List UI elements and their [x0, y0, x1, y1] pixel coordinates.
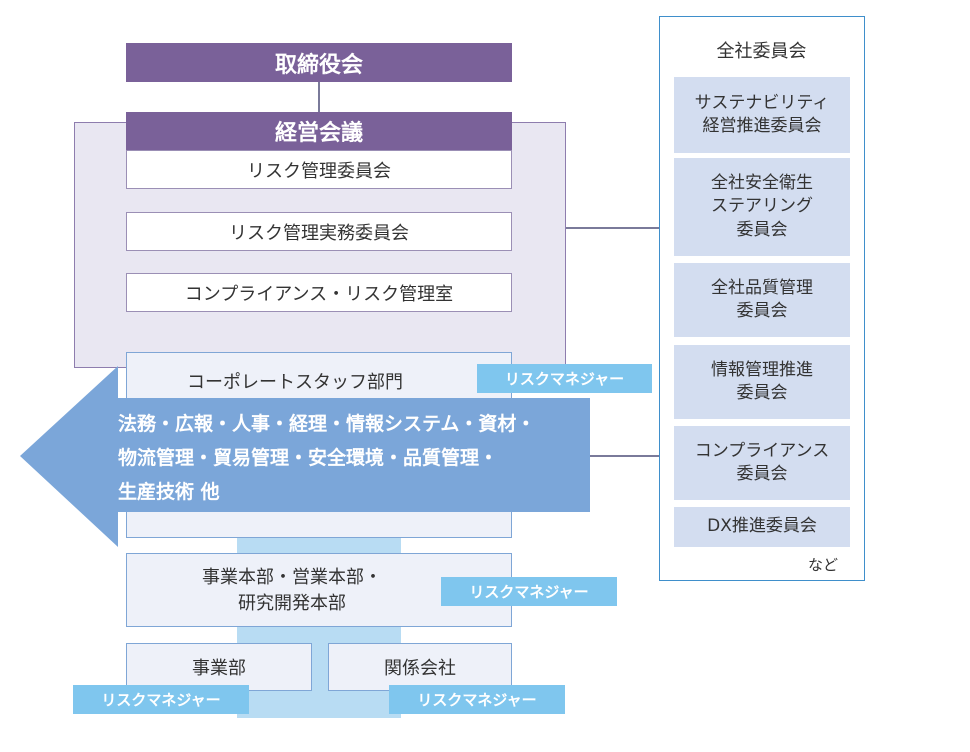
business-hq-text: 事業本部・営業本部・ 研究開発本部: [127, 565, 457, 617]
division-label: 事業部: [192, 658, 246, 679]
board-of-directors: 取締役会: [126, 43, 512, 82]
risk-manager-tag-affiliates: リスクマネジャー: [389, 685, 565, 714]
risk-practice-label: リスク管理実務委員会: [229, 222, 409, 244]
committee-line: 全社品質管理: [711, 277, 813, 298]
business-hq-line-1: 事業本部・営業本部・: [202, 567, 382, 588]
companywide-committees-panel: 全社委員会 サステナビリティ 経営推進委員会 全社安全衛生 ステアリング 委員会…: [659, 16, 865, 581]
committee-dx: DX推進委員会: [674, 507, 850, 547]
connector-to-companywide: [565, 227, 660, 229]
committee-line: 委員会: [736, 219, 788, 240]
business-hq-line-2: 研究開発本部: [238, 593, 346, 614]
risk-management-committee: リスク管理委員会: [126, 150, 512, 189]
risk-manager-label: リスクマネジャー: [504, 370, 625, 388]
risk-manager-label: リスクマネジャー: [469, 583, 589, 601]
corporate-functions-text: 法務・広報・人事・経理・情報システム・資材・ 物流管理・貿易管理・安全環境・品質…: [118, 407, 588, 509]
risk-manager-label: リスクマネジャー: [101, 691, 221, 709]
connector-board-management: [318, 82, 320, 112]
committee-line: DX推進委員会: [707, 516, 817, 537]
compliance-risk-office: コンプライアンス・リスク管理室: [126, 273, 512, 312]
management-label: 経営会議: [274, 121, 363, 146]
risk-manager-label: リスクマネジャー: [417, 691, 537, 709]
risk-practice-committee: リスク管理実務委員会: [126, 212, 512, 251]
management-meeting: 経営会議: [126, 112, 512, 150]
committee-line: 委員会: [736, 383, 788, 403]
committee-sustainability: サステナビリティ 経営推進委員会: [674, 77, 850, 153]
affiliates-label: 関係会社: [384, 658, 456, 679]
functions-line-2: 物流管理・貿易管理・安全環境・品質管理・: [118, 447, 499, 469]
committee-line: 情報管理推進: [711, 359, 813, 380]
risk-committee-label: リスク管理委員会: [247, 160, 391, 182]
committee-information: 情報管理推進 委員会: [674, 345, 850, 419]
committee-safety-health: 全社安全衛生 ステアリング 委員会: [674, 158, 850, 256]
functions-line-3: 生産技術 他: [118, 481, 220, 503]
committee-compliance: コンプライアンス 委員会: [674, 426, 850, 500]
corporate-staff-title: コーポレートスタッフ部門: [187, 372, 403, 393]
risk-manager-tag-business-hq: リスクマネジャー: [441, 577, 617, 606]
committee-line: 全社安全衛生: [711, 172, 813, 193]
committee-line: 経営推進委員会: [702, 116, 822, 136]
business-hq-box: 事業本部・営業本部・ 研究開発本部: [126, 553, 512, 627]
risk-manager-tag-corporate: リスクマネジャー: [477, 364, 652, 393]
companywide-title: 全社委員会: [716, 41, 807, 62]
affiliates-box: 関係会社: [328, 643, 512, 691]
committee-line: 委員会: [736, 464, 788, 484]
board-label: 取締役会: [274, 52, 363, 78]
committee-line: ステアリング: [711, 196, 813, 217]
connector-arrow-to-companywide: [590, 455, 660, 457]
committee-line: 委員会: [736, 301, 788, 321]
functions-line-1: 法務・広報・人事・経理・情報システム・資材・: [118, 413, 536, 435]
committee-line: コンプライアンス: [694, 440, 830, 461]
compliance-office-label: コンプライアンス・リスク管理室: [184, 283, 454, 305]
etc-note: など: [808, 556, 839, 574]
committee-quality: 全社品質管理 委員会: [674, 263, 850, 337]
division-box: 事業部: [126, 643, 312, 691]
risk-manager-tag-division: リスクマネジャー: [73, 685, 249, 714]
committee-line: サステナビリティ: [694, 92, 830, 113]
